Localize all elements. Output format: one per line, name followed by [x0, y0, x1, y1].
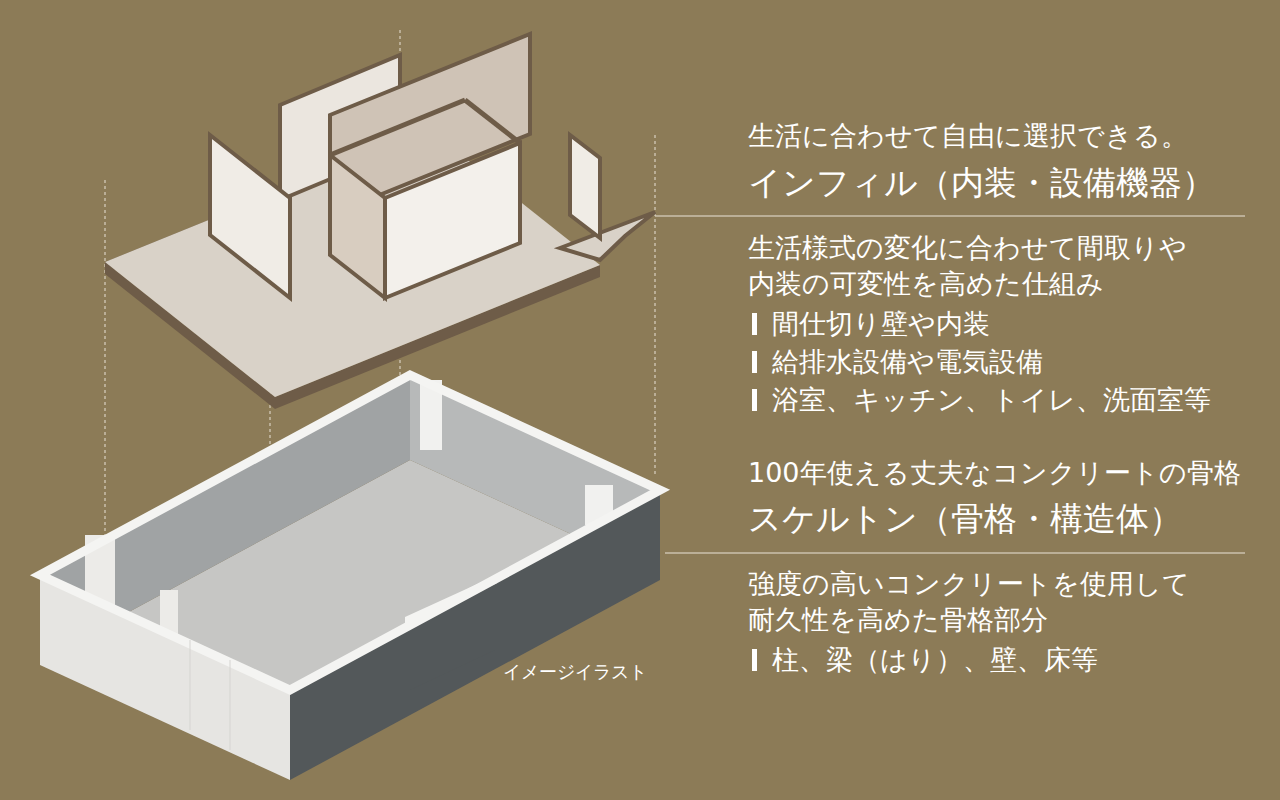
note-text: 生活様式の変化に合わせて間取りや 内装の可変性を高めた仕組み [748, 230, 1248, 302]
bullet-item: 浴室、キッチン、トイレ、洗面室等 [772, 382, 1211, 417]
note-text: 強度の高いコンクリートを使用して 耐久性を高めた骨格部分 [748, 566, 1248, 638]
note-text: 生活に合わせて自由に選択できる。 [748, 118, 1188, 153]
bullet-bar [752, 351, 757, 373]
note-text: イメージイラスト [503, 660, 647, 683]
skeleton-illustration [40, 375, 660, 780]
bullet-bar [752, 389, 757, 411]
leader-line [655, 215, 1245, 216]
bullet-item: 給排水設備や電気設備 [772, 344, 1043, 379]
section-heading: スケルトン（骨格・構造体） [748, 498, 1182, 541]
bullet-bar [752, 313, 757, 335]
bullet-bar [752, 649, 757, 671]
infill-illustration [105, 34, 655, 409]
bullet-item: 間仕切り壁や内装 [772, 306, 990, 341]
leader-line [665, 552, 1245, 553]
bullet-item: 柱、梁（はり）、壁、床等 [772, 642, 1098, 677]
section-heading: インフィル（内装・設備機器） [748, 162, 1215, 205]
note-text: 100年使える丈夫なコンクリートの骨格 [748, 455, 1241, 490]
